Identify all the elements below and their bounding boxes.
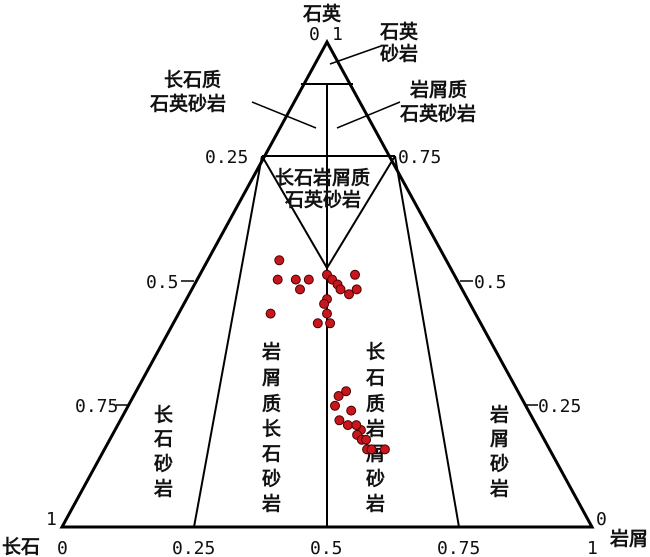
sample-point [319,298,330,309]
sample-point [325,318,336,329]
region-arkose-char: 砂 [154,453,173,475]
region-feldspathic-litharenite-char: 岩 [365,492,385,515]
sample-point [272,274,283,285]
bottom-tick-0.25: 0.25 [172,538,215,557]
region-litharenite-char: 砂 [490,453,509,475]
region-arkose-char: 岩 [153,477,173,500]
sample-point [322,308,332,319]
region-lithic-quartz-line2: 石英砂岩 [399,102,476,125]
region-litharenite-label: 岩 屑 砂 岩 [489,403,509,500]
sample-point [330,400,340,411]
sample-point [341,386,352,397]
sample-point [295,284,305,295]
litharenite-boundary-line [394,155,460,528]
region-lithic-arkose-char: 屑 [262,367,281,389]
region-feldspathic-litharenite-char: 质 [366,393,385,415]
inner-right-line [326,155,396,269]
region-lithic-arkose-char: 砂 [262,468,281,490]
region-feldspathic-litharenite-char: 砂 [366,468,385,490]
sample-point [379,444,390,455]
sample-point [274,255,285,266]
region-litharenite-char: 岩 [489,477,509,500]
left-tick-0.25: 0.25 [205,147,248,168]
sample-point [265,308,276,319]
region-lithic-arkose-char: 质 [262,393,281,415]
apex-label-quartz: 石英 [302,2,342,25]
region-feldspathic-litharenite-char: 石 [365,367,385,389]
left-tick-0.5: 0.5 [146,272,179,293]
region-lithic-arkose-char: 岩 [261,492,281,515]
corner-value-top-left: 0 [309,24,320,45]
leader-feldspathic-quartz [251,101,317,129]
right-tick-0.25: 0.25 [538,396,581,417]
leader-lithic-quartz [336,101,401,129]
region-feldspathic-quartz-line1: 长石质 [164,69,221,91]
sample-point [342,420,353,431]
region-feldspathic-quartz-line2: 石英砂岩 [149,92,226,115]
diagram-frame [59,38,595,529]
sample-point [334,415,345,426]
sample-point [351,420,362,431]
region-feldspathic-litharenite-char: 长 [366,341,386,363]
left-tick-0.75: 0.75 [75,396,118,417]
region-lithic-arkose-char: 石 [261,443,281,465]
region-arkose-char: 石 [153,428,173,450]
sample-point [351,284,362,295]
bottom-tick-1: 1 [587,538,598,557]
sample-point [361,434,372,445]
region-lithic-arkose-label: 岩 屑 质 长 石 砂 岩 [261,340,282,515]
region-feldspathic-lithic-quartz-line1: 长石岩屑质 [275,166,370,189]
sample-point [312,318,323,329]
right-tick-0.5: 0.5 [474,272,507,293]
corner-value-top-right: 1 [332,24,343,45]
sample-points [265,255,390,455]
sample-point [344,289,354,300]
corner-value-right: 0 [596,509,607,530]
sample-point [303,274,314,285]
region-quartz-sandstone-line1: 石英 [379,20,419,43]
region-lithic-arkose-char: 长 [262,418,282,440]
region-litharenite-char: 屑 [490,428,509,450]
apex-label-feldspar: 长石 [2,536,40,557]
right-tick-0.75: 0.75 [398,147,441,168]
region-feldspathic-litharenite-label: 长 石 质 岩 屑 砂 岩 [365,341,386,515]
sample-point [346,405,357,416]
leader-quartz-sandstone [329,45,382,65]
sample-point [335,284,346,295]
region-arkose-char: 长 [154,404,174,426]
bottom-tick-0.5: 0.5 [310,538,343,557]
sample-point [333,391,344,401]
region-lithic-arkose-char: 岩 [261,340,281,363]
apex-label-lithic: 岩屑 [609,527,648,550]
sample-point [366,444,377,455]
corner-value-left: 1 [46,509,57,530]
region-arkose-label: 长 石 砂 岩 [153,404,174,500]
region-feldspathic-litharenite-char: 岩 [365,417,385,440]
region-feldspathic-lithic-quartz-line2: 石英砂岩 [284,188,361,211]
arkose-boundary-line [193,155,263,528]
sample-point [290,274,301,285]
region-quartz-sandstone-line2: 砂岩 [380,42,418,65]
region-litharenite-char: 岩 [489,403,509,426]
bottom-tick-0: 0 [57,538,68,557]
bottom-tick-0.75: 0.75 [437,538,480,557]
inner-left-line [261,155,328,269]
region-lithic-quartz-line1: 岩屑质 [409,78,467,101]
sample-point [350,269,360,280]
